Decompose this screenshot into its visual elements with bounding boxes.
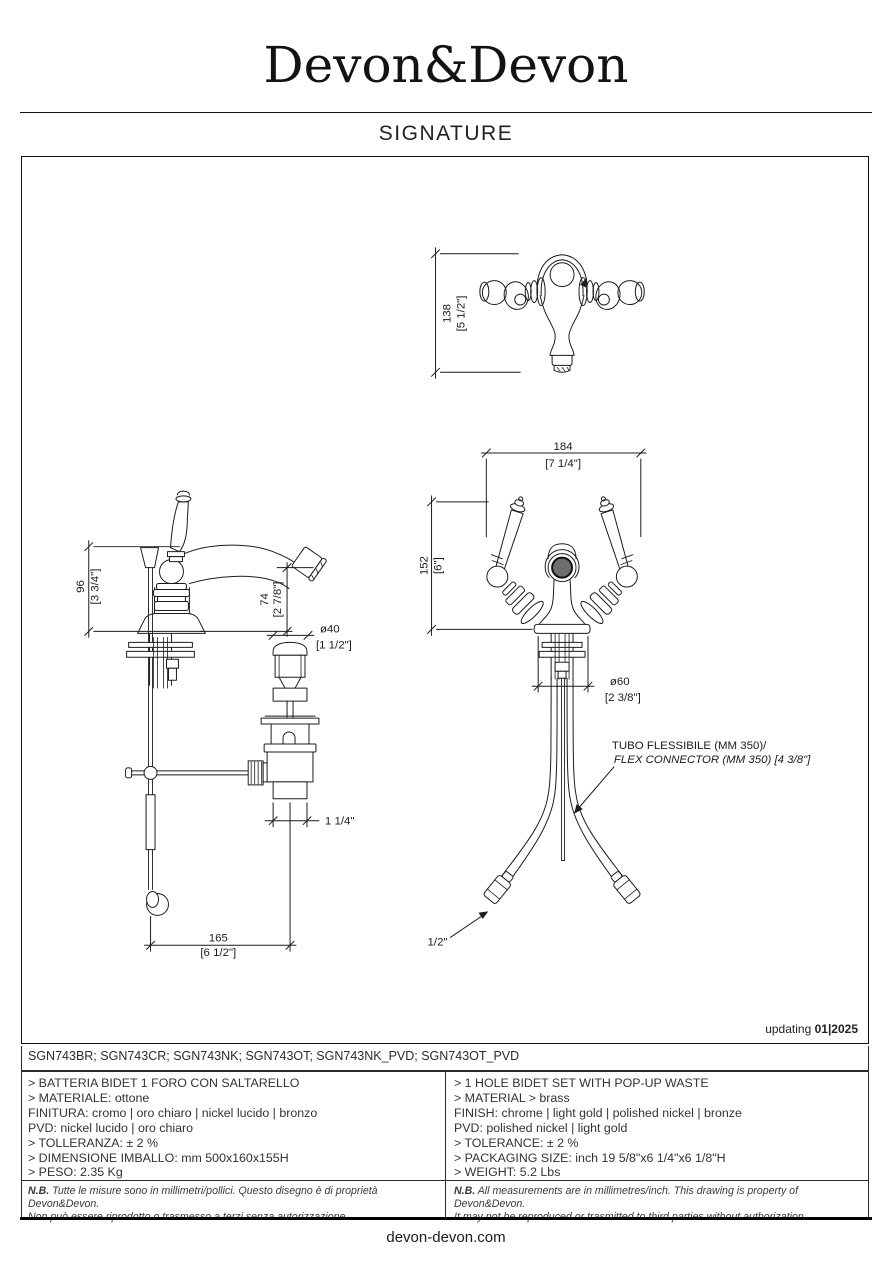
spec-line: > MATERIAL > brass <box>454 1090 570 1105</box>
spec-line: > PACKAGING SIZE: inch 19 5/8"x6 1/4"x6 … <box>454 1150 726 1165</box>
dim-topview-in: [5 1/2"] <box>455 296 467 332</box>
dimension-labels: 138 [5 1/2"] 184 [7 1/4"] 152 [6"] ø60 [… <box>75 296 811 960</box>
dim-spout-height-mm: 74 <box>259 593 271 606</box>
dim-spout-height-in: [2 7/8"] <box>272 582 284 618</box>
dim-front-height-mm: 152 <box>419 556 431 575</box>
note-nb: N.B. <box>454 1185 476 1197</box>
dim-base-dia-in: [2 3/8"] <box>605 692 641 704</box>
spec-line: > DIMENSIONE IMBALLO: mm 500x160x155H <box>28 1150 289 1165</box>
dim-waste-thread: 1 1/4" <box>325 816 355 828</box>
product-codes: SGN743BR; SGN743CR; SGN743NK; SGN743OT; … <box>22 1046 868 1072</box>
side-view-drawing <box>84 490 327 952</box>
spec-line: > TOLERANCE: ± 2 % <box>454 1135 579 1150</box>
technical-drawing: 138 [5 1/2"] 184 [7 1/4"] 152 [6"] ø60 [… <box>75 247 811 960</box>
header-divider <box>20 112 872 113</box>
top-view-drawing <box>431 247 645 379</box>
notes: N.B. Tutte le misure sono in millimetri/… <box>22 1181 868 1223</box>
footer-divider <box>20 1217 872 1220</box>
updating-value: 01|2025 <box>814 1022 858 1036</box>
dim-front-width-mm: 184 <box>554 441 574 453</box>
dim-topview-mm: 138 <box>441 304 453 323</box>
updating-date: updating 01|2025 <box>765 1022 858 1036</box>
technical-drawing-frame: 138 [5 1/2"] 184 [7 1/4"] 152 [6"] ø60 [… <box>21 156 869 1044</box>
flex-connector-label-en: FLEX CONNECTOR (MM 350) [4 3/8"] <box>614 754 811 766</box>
dim-depth-mm: 165 <box>209 932 228 944</box>
spec-line: FINITURA: cromo | oro chiaro | nickel lu… <box>28 1105 318 1120</box>
spec-line: > WEIGHT: 5.2 Lbs <box>454 1165 561 1180</box>
spec-table: SGN743BR; SGN743CR; SGN743NK; SGN743OT; … <box>21 1046 869 1223</box>
spec-column-english: > 1 HOLE BIDET SET WITH POP-UP WASTE > M… <box>446 1072 868 1180</box>
brand-logo: Devon&Devon <box>263 36 629 94</box>
dim-depth-in: [6 1/2"] <box>200 947 236 959</box>
front-view-drawing <box>427 448 647 938</box>
spec-line: > TOLLERANZA: ± 2 % <box>28 1135 158 1150</box>
updating-label: updating <box>765 1022 815 1036</box>
dim-base-dia-mm: ø60 <box>610 676 630 688</box>
note-italian: N.B. Tutte le misure sono in millimetri/… <box>22 1181 446 1223</box>
dim-side-height-mm: 96 <box>75 580 87 593</box>
dim-side-height-in: [3 3/4"] <box>90 569 102 605</box>
note-text: All measurements are in millimetres/inch… <box>454 1185 799 1210</box>
note-english: N.B. All measurements are in millimetres… <box>446 1181 868 1223</box>
dim-connector-thread: 1/2" <box>428 936 448 948</box>
spec-line: FINISH: chrome | light gold | polished n… <box>454 1105 742 1120</box>
spec-line: > PESO: 2.35 Kg <box>28 1165 123 1180</box>
spec-column-italian: > BATTERIA BIDET 1 FORO CON SALTARELLO >… <box>22 1072 446 1180</box>
flex-connector-label-it: TUBO FLESSIBILE (MM 350)/ <box>612 740 767 752</box>
dim-plug-dia-in: [1 1/2"] <box>316 639 352 651</box>
spec-columns: > BATTERIA BIDET 1 FORO CON SALTARELLO >… <box>22 1072 868 1181</box>
note-text: Tutte le misure sono in millimetri/polli… <box>28 1185 378 1210</box>
spec-line: > BATTERIA BIDET 1 FORO CON SALTARELLO <box>28 1076 300 1090</box>
dim-plug-dia-mm: ø40 <box>320 623 340 635</box>
spec-line: PVD: polished nickel | light gold <box>454 1120 628 1135</box>
dim-front-height-in: [6"] <box>433 557 445 574</box>
website-url: devon-devon.com <box>386 1229 506 1246</box>
note-nb: N.B. <box>28 1185 50 1197</box>
dim-front-width-in: [7 1/4"] <box>545 458 581 470</box>
spec-line: > 1 HOLE BIDET SET WITH POP-UP WASTE <box>454 1076 709 1090</box>
spec-line: PVD: nickel lucido | oro chiaro <box>28 1120 194 1135</box>
collection-title: SIGNATURE <box>378 122 514 145</box>
spec-line: > MATERIALE: ottone <box>28 1090 150 1105</box>
